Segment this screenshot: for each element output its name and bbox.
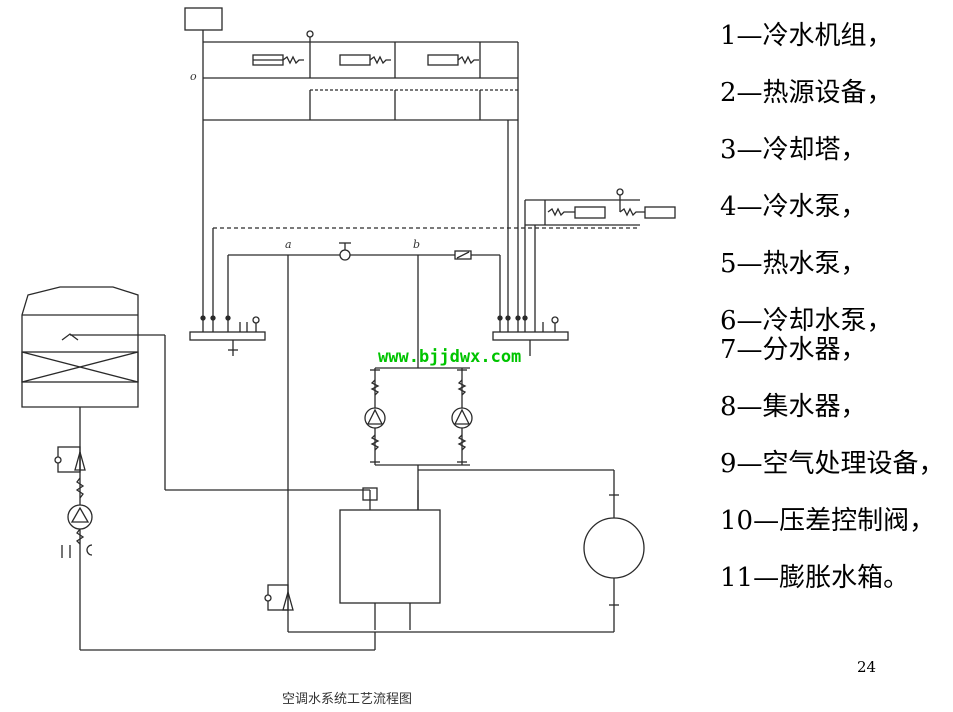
main-pipes: a b <box>212 227 640 318</box>
legend-item-1: 1—冷水机组， <box>720 21 893 51</box>
legend-item-11: 11—膨胀水箱。 <box>720 563 910 593</box>
legend-item-10: 10—压差控制阀， <box>720 506 936 536</box>
water-distributor-left <box>189 315 266 356</box>
legend-item-4: 4—冷水泵， <box>720 192 867 222</box>
legend-item-8: 8—集水器， <box>720 392 867 422</box>
page-number: 24 <box>857 658 877 676</box>
air-handler-coil-5 <box>644 206 676 219</box>
legend-item-6: 6—冷却水泵， <box>720 306 893 336</box>
water-collector-right <box>492 315 569 356</box>
chiller-unit <box>339 487 441 630</box>
heat-source-equipment <box>418 469 645 632</box>
watermark-text: www.bjjdwx.com <box>378 347 521 367</box>
cooling-water-pump <box>54 446 93 558</box>
air-handler-coil-4 <box>574 206 606 219</box>
top-air-handling-units: o <box>190 30 519 318</box>
pressure-differential-valve <box>80 255 614 651</box>
point-o-label: o <box>190 70 197 83</box>
legend-item-7: 7—分水器， <box>720 335 867 365</box>
right-air-handling-units <box>524 188 676 318</box>
legend-item-2: 2—热源设备， <box>720 78 893 108</box>
legend-item-5: 5—热水泵， <box>720 249 867 279</box>
legend-item-9: 9—空气处理设备， <box>720 449 945 479</box>
circulating-pumps <box>364 255 473 510</box>
expansion-tank <box>184 7 223 318</box>
point-a-label: a <box>285 238 292 251</box>
component-legend: 1—冷水机组， 2—热源设备， 3—冷却塔， 4—冷水泵， 5—热水泵， 6—冷… <box>720 22 953 593</box>
air-handler-coil-2 <box>339 54 371 66</box>
legend-item-3: 3—冷却塔， <box>720 135 867 165</box>
point-b-label: b <box>413 238 420 251</box>
hvac-water-system-diagram: o a b <box>21 7 676 707</box>
cooling-tower <box>21 286 370 650</box>
air-handler-coil-3 <box>427 54 459 66</box>
diagram-caption: 空调水系统工艺流程图 <box>282 692 412 707</box>
